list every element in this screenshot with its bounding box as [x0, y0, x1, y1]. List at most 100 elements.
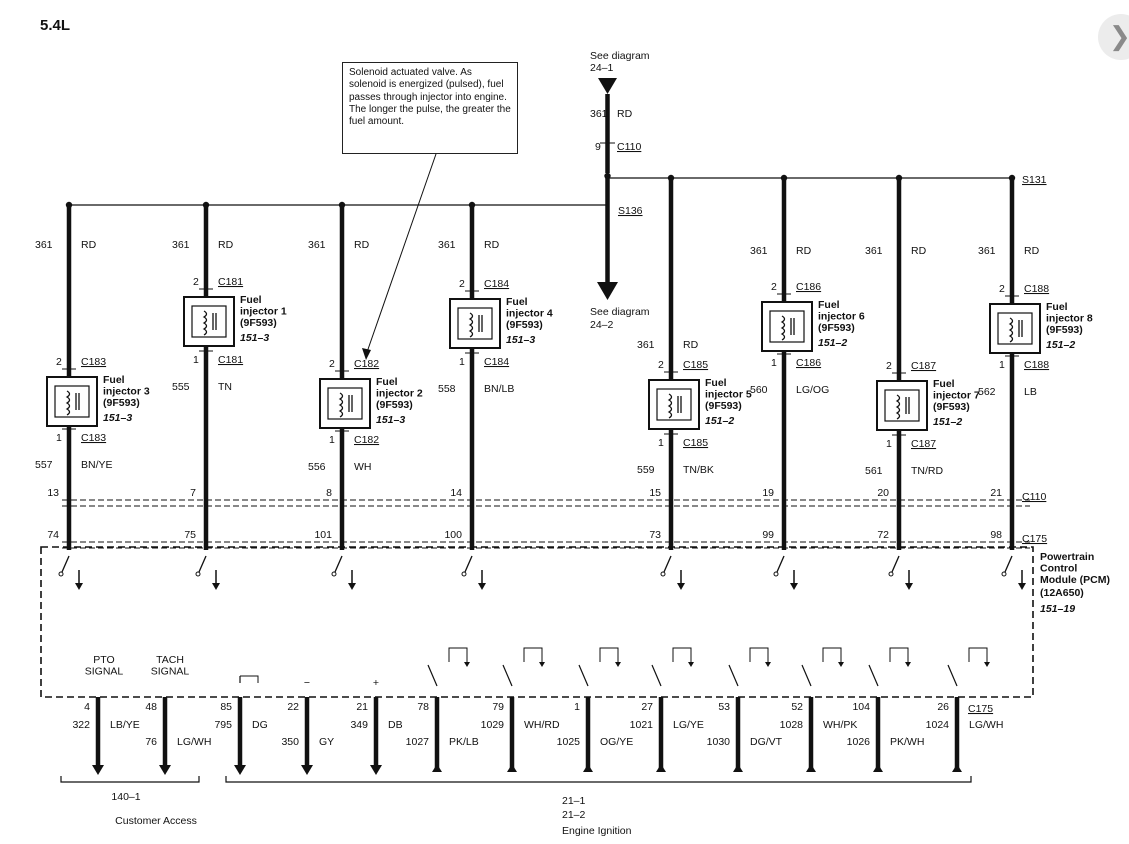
- c175-bottom-label: C175: [968, 703, 993, 715]
- ground-icon: [464, 662, 470, 667]
- bottom-wire-color: WH/PK: [823, 719, 857, 731]
- signal-wire-color: WH: [354, 461, 372, 473]
- arrow-up-icon: [507, 764, 517, 772]
- solenoid-note: Solenoid actuated valve. As solenoid is …: [342, 62, 518, 154]
- switch-contact: [660, 571, 666, 577]
- splice-s131-label: S131: [1022, 174, 1047, 186]
- polarity-label: +: [373, 677, 379, 689]
- customer-ref: 140–1: [111, 791, 140, 803]
- bottom-pin: 78: [417, 701, 429, 713]
- injector-ref: 151–2: [933, 416, 962, 428]
- injector-ref: 151–2: [818, 337, 847, 349]
- pcm-part: (12A650): [1040, 587, 1084, 599]
- engine-ref-2: 21–2: [562, 809, 586, 821]
- feed-wire-color: RD: [218, 239, 234, 251]
- coil-icon: [1008, 317, 1014, 343]
- bottom-wire-color: LG/WH: [969, 719, 1003, 731]
- bottom-circuit: 1027: [406, 736, 430, 748]
- top-feed-connector: C110: [617, 141, 641, 153]
- connector-pin: 2: [886, 360, 892, 372]
- arrow-up-icon: [873, 764, 883, 772]
- bottom-wire-color: DB: [388, 719, 403, 731]
- bottom-pin: 21: [356, 701, 368, 713]
- injector-connector: C186: [796, 357, 821, 369]
- pcm-switch: [578, 664, 589, 687]
- injector-connector: C187: [911, 438, 936, 450]
- injector-ref: 151–3: [376, 414, 405, 426]
- solenoid-symbol: [769, 310, 805, 343]
- ground-icon: [688, 662, 694, 667]
- bottom-circuit: 1029: [481, 719, 505, 731]
- top-feed-pin: 9: [595, 141, 601, 153]
- signal-circuit-number: 555: [172, 381, 190, 393]
- c110-pin: 15: [649, 487, 661, 499]
- c175-pin: 101: [314, 529, 332, 541]
- c110-pin: 21: [990, 487, 1002, 499]
- injector-connector: C183: [81, 356, 106, 368]
- chevron-right-icon: ❯: [1109, 22, 1129, 52]
- engine-ref-1: 21–1: [562, 795, 586, 807]
- bottom-pin: 85: [220, 701, 232, 713]
- switch-bracket: [672, 647, 692, 662]
- bottom-wire-color: OG/YE: [600, 736, 633, 748]
- injector-part: (9F593): [818, 322, 855, 334]
- c175-pin: 72: [877, 529, 889, 541]
- signal-wire-color: BN/YE: [81, 459, 113, 471]
- bottom-circuit: 76: [145, 736, 157, 748]
- switch-bracket: [448, 647, 468, 662]
- pcm-switch: [663, 555, 672, 573]
- bottom-pin: 1: [574, 701, 580, 713]
- note-leader: [365, 153, 437, 356]
- pcm-ref: 151–19: [1040, 603, 1075, 615]
- feed-wire-color: RD: [683, 339, 699, 351]
- polarity-label: −: [304, 677, 310, 689]
- pcm-box: [40, 546, 1034, 698]
- feed-wire-color: RD: [796, 245, 812, 257]
- leader-arrow-icon: [362, 348, 371, 360]
- bottom-wire-color: DG/VT: [750, 736, 783, 748]
- injector-connector: C188: [1024, 283, 1049, 295]
- ground-icon: [212, 583, 220, 590]
- top-feed-circuit: 361: [590, 108, 608, 120]
- c110-pin: 14: [450, 487, 462, 499]
- connector-pin: 2: [459, 278, 465, 290]
- pcm-switch: [776, 555, 785, 573]
- connector-pin: 1: [886, 438, 892, 450]
- signal-circuit-number: 556: [308, 461, 326, 473]
- ground-icon: [984, 662, 990, 667]
- connector-pin: 1: [999, 359, 1005, 371]
- switch-bracket: [599, 647, 619, 662]
- c110-label: C110: [1022, 491, 1046, 503]
- injector-connector: C184: [484, 356, 509, 368]
- switch-contact: [58, 571, 64, 577]
- connector-pin: 1: [193, 354, 199, 366]
- arrow-down-icon: [159, 765, 171, 775]
- switch-bracket: [822, 647, 842, 662]
- engine-label: Engine Ignition: [562, 825, 632, 837]
- switch-contact: [773, 571, 779, 577]
- pcm-switch: [651, 664, 662, 687]
- switch-contact: [331, 571, 337, 577]
- connector-pin: 2: [999, 283, 1005, 295]
- solenoid-symbol: [457, 307, 493, 340]
- ground-icon: [765, 662, 771, 667]
- bottom-circuit: 350: [281, 736, 299, 748]
- connector-pin: 2: [658, 359, 664, 371]
- arrow-up-icon: [806, 764, 816, 772]
- signal-circuit-number: 559: [637, 464, 655, 476]
- c110-pin: 7: [190, 487, 196, 499]
- arrow-down-icon: [234, 765, 246, 775]
- bottom-diagram-ref: 24–2: [590, 319, 614, 331]
- injector-ref: 151–3: [103, 412, 132, 424]
- c110-pin: 13: [47, 487, 59, 499]
- injector-connector: C188: [1024, 359, 1049, 371]
- injector-part: (9F593): [705, 400, 742, 412]
- close-button[interactable]: ❯: [1098, 14, 1129, 60]
- injector-connector: C187: [911, 360, 936, 372]
- engine-brace: [225, 776, 972, 783]
- bottom-pin: 48: [145, 701, 157, 713]
